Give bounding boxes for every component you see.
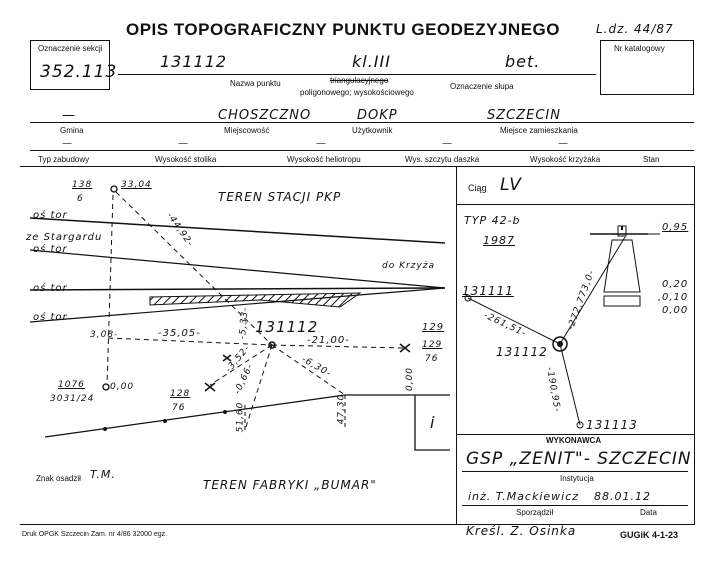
traverse-value: LV bbox=[500, 175, 522, 195]
n-1076-den: 3031/24 bbox=[50, 394, 95, 404]
point-class-label-struck: triangulacyjnego bbox=[330, 76, 389, 85]
height-value-1: — bbox=[178, 138, 189, 149]
height-value-2: — bbox=[316, 138, 327, 149]
d-000a: 0,00 bbox=[110, 382, 135, 392]
point-class-label: poligonowego; wysokościowego bbox=[300, 88, 414, 97]
to-krzyz-label: do Krzyża bbox=[382, 261, 435, 271]
execution-header: WYKONAWCA bbox=[546, 436, 602, 445]
location-underline bbox=[30, 122, 694, 123]
point-class-value: kl.III bbox=[352, 52, 391, 71]
author-underline bbox=[462, 505, 688, 506]
execution-divider bbox=[456, 434, 694, 435]
frame-top bbox=[20, 166, 694, 167]
n-top: 138 bbox=[72, 180, 93, 190]
height-label-0: Typ zabudowy bbox=[38, 155, 90, 164]
point-name-label: Nazwa punktu bbox=[230, 79, 281, 88]
n-128-den: 76 bbox=[172, 403, 186, 413]
mark-label: Znak osadził bbox=[36, 474, 81, 483]
height-label-4: Wysokość krzyżaka bbox=[530, 155, 601, 164]
height-value-4: — bbox=[558, 138, 569, 149]
height-label-2: Wysokość heliotropu bbox=[287, 155, 361, 164]
track-label-0: oś tor bbox=[33, 210, 68, 221]
track-label-2: oś tor bbox=[33, 244, 68, 255]
track-label-4: oś tor bbox=[33, 312, 68, 323]
date-label: Data bbox=[640, 508, 657, 517]
town-value: CHOSZCZNO bbox=[218, 108, 312, 123]
residence-value: SZCZECIN bbox=[487, 108, 561, 123]
monument-type: TYP 42-b bbox=[464, 214, 521, 227]
sketch-point-id: 131112 bbox=[255, 318, 319, 336]
footer-print: Druk OPGK Szczecin Zam. nr 4/86 32000 eg… bbox=[22, 531, 168, 538]
page-title: OPIS TOPOGRAFICZNY PUNKTU GEODEZYJNEGO bbox=[126, 20, 560, 39]
monument-d000: 0,00 bbox=[662, 305, 689, 316]
network-p1: 131111 bbox=[462, 284, 514, 298]
n-128: 128 bbox=[170, 389, 191, 399]
sheet-box bbox=[30, 40, 110, 90]
sheet-value: 352.113 bbox=[40, 62, 118, 82]
residence-label: Miejsce zamieszkania bbox=[500, 126, 578, 135]
gmina-label: Gmina bbox=[60, 126, 84, 135]
d-308: 3,08- bbox=[90, 330, 119, 340]
traverse-label: Ciąg bbox=[468, 183, 487, 193]
author-label: Sporządził bbox=[516, 508, 554, 517]
height-value-0: — bbox=[62, 138, 73, 149]
d-000b: 0,00 bbox=[405, 366, 416, 392]
execution-institution: GSP „ZENIT"- SZCZECIN bbox=[466, 449, 692, 469]
height-label-5: Stan bbox=[643, 155, 660, 164]
network-p3: 131113 bbox=[586, 418, 638, 432]
institution-underline bbox=[462, 471, 688, 472]
execution-drawn: Kreśl. Z. Osinka bbox=[466, 524, 577, 538]
n-129-den: 76 bbox=[425, 354, 439, 364]
n-top-den: 6 bbox=[77, 194, 84, 204]
point-name-value: 131112 bbox=[160, 52, 228, 71]
height-value-3: — bbox=[442, 138, 453, 149]
institution-label: Instytucja bbox=[560, 474, 594, 483]
monument-d010: 0,10 bbox=[662, 292, 689, 303]
gmina-value: — bbox=[62, 108, 76, 123]
track-label-3: oś tor bbox=[33, 283, 68, 294]
area-top-label: TEREN STACJI PKP bbox=[218, 190, 342, 204]
height-underline bbox=[30, 150, 694, 151]
monument-d095: 0,95 bbox=[662, 222, 689, 233]
user-label: Użytkownik bbox=[352, 126, 393, 135]
track-label-1: ze Stargardu bbox=[26, 232, 103, 243]
traverse-divider bbox=[456, 204, 694, 205]
footer-code: GUGiK 4-1-23 bbox=[620, 530, 679, 540]
monument-year: 1987 bbox=[483, 234, 515, 247]
mark-by: T.M. bbox=[90, 468, 116, 481]
height-label-1: Wysokość stolika bbox=[155, 155, 217, 164]
point-pillar-label: Oznaczenie słupa bbox=[450, 82, 514, 91]
catalog-label: Nr katalogowy bbox=[614, 44, 665, 53]
d-3505: -35,05- bbox=[158, 328, 201, 339]
point-underline bbox=[118, 74, 596, 75]
height-label-3: Wys. szczytu daszka bbox=[405, 155, 480, 164]
n-1076: 1076 bbox=[58, 380, 85, 390]
point-pillar-value: bet. bbox=[505, 52, 541, 71]
i-mark: i bbox=[430, 413, 436, 432]
frame-bottom bbox=[20, 524, 694, 525]
execution-author: inż. T.Mackiewicz bbox=[468, 490, 580, 503]
town-label: Miejscowość bbox=[224, 126, 270, 135]
sheet-label: Oznaczenie sekcji bbox=[38, 44, 103, 53]
frame-divider bbox=[456, 166, 457, 525]
area-bottom-label: TEREN FABRYKI „BUMAR" bbox=[203, 478, 377, 492]
document-ref: L.dz. 44/87 bbox=[596, 22, 674, 36]
execution-date: 88.01.12 bbox=[594, 490, 651, 503]
frame-right bbox=[694, 166, 695, 525]
n-129: 129 bbox=[422, 340, 443, 350]
n-129b: 129 bbox=[422, 322, 445, 333]
network-p2: 131112 bbox=[496, 345, 548, 359]
d-2100: -21,00- bbox=[307, 335, 350, 346]
monument-d020: 0,20 bbox=[662, 279, 689, 290]
catalog-box bbox=[600, 40, 694, 95]
user-value: DOKP bbox=[357, 108, 398, 123]
d-3304: 33,04 bbox=[121, 180, 152, 190]
d-4730: 47,30 bbox=[336, 393, 347, 425]
d-5160: 51,60 bbox=[235, 401, 246, 433]
